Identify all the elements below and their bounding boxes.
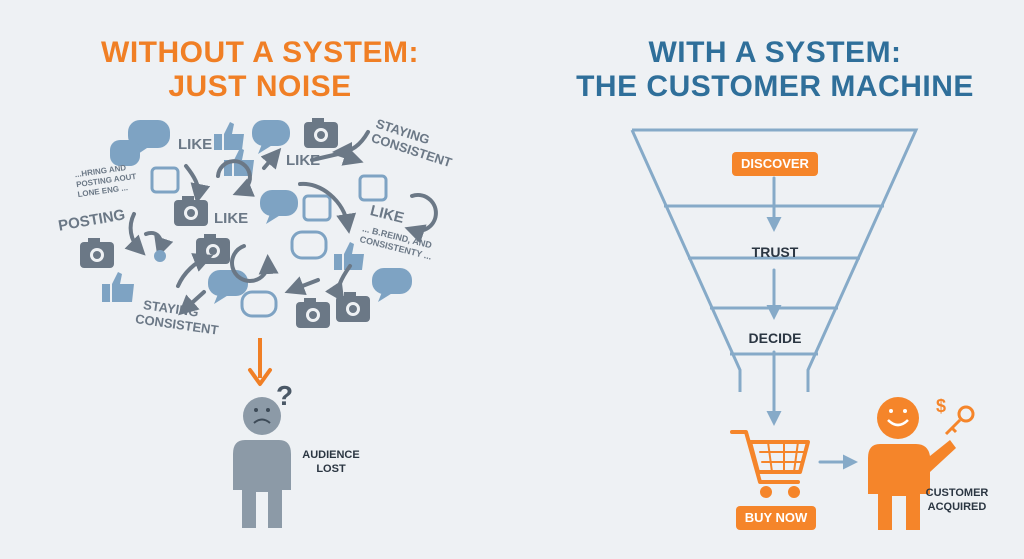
customer-acquired-label: CUSTOMER ACQUIRED	[920, 486, 994, 514]
cycle-arrow-icon	[230, 244, 279, 283]
chaos-arrow-icon	[284, 276, 320, 296]
chaos-arrow-icon	[178, 290, 206, 316]
speech-bubble-outline-icon	[290, 230, 328, 260]
thumbs-up-icon	[102, 272, 134, 302]
noise-word-like: LIKE	[286, 152, 321, 169]
left-title: WITHOUT A SYSTEM: JUST NOISE	[40, 36, 480, 104]
speech-bubble-outline-icon	[150, 166, 180, 194]
camera-icon	[296, 298, 330, 328]
camera-icon	[304, 118, 338, 148]
confused-person-icon	[233, 397, 291, 528]
down-arrow-icon	[248, 338, 272, 386]
stage-discover: DISCOVER	[732, 152, 818, 176]
stage-decide: DECIDE	[748, 330, 802, 346]
frown-icon	[253, 418, 271, 424]
thumbs-up-icon	[334, 242, 364, 270]
audience-lost-line: LOST	[316, 463, 346, 475]
right-title-line1: WITH A SYSTEM:	[648, 36, 902, 69]
speech-bubble-outline-icon	[240, 290, 278, 318]
chaos-arrow-icon	[298, 181, 357, 234]
smile-icon	[887, 419, 909, 427]
speech-bubble-icon	[110, 140, 140, 166]
audience-lost-line: AUDIENCE	[302, 449, 360, 461]
buy-now-badge: BUY NOW	[736, 506, 816, 530]
audience-lost-label: AUDIENCE LOST	[296, 448, 366, 476]
chaos-arrow-icon	[176, 253, 214, 288]
left-title-line2: JUST NOISE	[168, 70, 352, 103]
chaos-arrow-icon	[124, 212, 146, 256]
question-mark: ?	[276, 380, 294, 411]
speech-bubble-icon	[372, 268, 412, 302]
customer-acquired-line: CUSTOMER	[925, 487, 989, 499]
happy-customer-icon	[868, 397, 956, 530]
chaos-arrow-icon	[144, 231, 174, 258]
right-title-line2: THE CUSTOMER MACHINE	[576, 70, 974, 103]
shopping-cart-icon	[730, 430, 810, 498]
camera-icon	[336, 292, 370, 322]
right-title: WITH A SYSTEM: THE CUSTOMER MACHINE	[540, 36, 1010, 104]
speech-bubble-outline-icon	[358, 174, 388, 202]
noise-word-like: LIKE	[214, 210, 249, 227]
speech-bubble-icon	[260, 190, 298, 224]
chaos-arrow-icon	[325, 264, 352, 303]
camera-icon	[80, 238, 114, 268]
key-icon	[944, 405, 975, 436]
dot-icon	[154, 250, 166, 262]
chaos-arrow-icon	[260, 147, 282, 170]
customer-acquired-line: ACQUIRED	[927, 501, 987, 513]
left-title-line1: WITHOUT A SYSTEM:	[101, 36, 419, 69]
speech-bubble-outline-icon	[302, 194, 332, 222]
speech-bubble-icon	[252, 120, 290, 154]
dollar-sign: $	[936, 396, 947, 416]
camera-icon	[174, 196, 208, 226]
stage-trust: TRUST	[751, 244, 799, 260]
chaos-arrow-icon	[332, 130, 370, 162]
noise-word-like: LIKE	[178, 136, 213, 153]
chaos-arrow-icon	[184, 164, 211, 204]
cycle-arrow-icon	[216, 159, 255, 197]
cycle-arrow-icon	[404, 193, 438, 244]
thumbs-up-icon	[214, 122, 244, 150]
